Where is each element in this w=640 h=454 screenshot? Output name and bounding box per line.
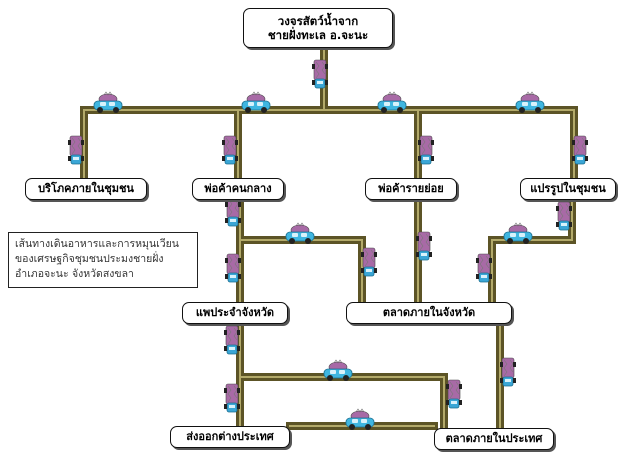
fish-truck-icon [68,135,84,165]
caption-line-1: เส้นทางเดินอาหารและการหมุนเวียน [15,238,179,250]
caption-box: เส้นทางเดินอาหารและการหมุนเวียน ของเศรษฐ… [8,232,198,288]
fish-truck-icon [418,135,434,165]
fish-truck-icon [225,197,241,227]
fish-car-icon [93,91,123,113]
fish-truck-icon [224,383,240,413]
road-stripe-10 [491,199,573,303]
fish-truck-icon [222,135,238,165]
fish-truck-icon [225,253,241,283]
fish-car-icon [323,359,353,381]
fish-truck-icon [556,201,572,231]
node-provincial-pier: แพประจำจังหวัด [182,302,288,324]
node-retailer: พ่อค้ารายย่อย [365,178,457,200]
fish-car-icon [503,222,533,244]
road-stripe-8 [239,239,363,303]
fish-truck-icon [361,247,377,277]
fish-truck-icon [416,231,432,261]
node-middleman: พ่อค้าคนกลาง [192,178,284,200]
fish-truck-icon [500,357,516,387]
road-stripe-12 [239,376,445,429]
fish-truck-icon [476,253,492,283]
title-line-2: ชายฝั่งทะเล อ.จะนะ [267,28,369,42]
title-box: วงจรสัตว์น้ำจาก ชายฝั่งทะเล อ.จะนะ [243,8,393,48]
fish-truck-icon [446,379,462,409]
fish-car-icon [345,408,375,430]
node-community-consumption: บริโภคภายในชุมชน [25,178,147,200]
fish-car-icon [241,91,271,113]
fish-car-icon [377,91,407,113]
road-segment-8 [236,236,366,306]
fish-truck-icon [312,59,328,89]
fish-truck-icon [572,135,588,165]
caption-line-3: อำเภอจะนะ จังหวัดสงขลา [15,268,134,281]
road-segment-12 [236,373,448,432]
fish-car-icon [515,91,545,113]
node-domestic-market: ตลาดภายในประเทศ [434,428,554,450]
fish-truck-icon [224,325,240,355]
fish-car-icon [285,222,315,244]
vehicle-layer [68,59,588,430]
caption-line-2: ของเศรษฐกิจชุมชนประมงชายฝั่ง [15,253,164,266]
node-provincial-market: ตลาดภายในจังหวัด [346,302,512,324]
node-community-processing: แปรรูปในชุมชน [520,178,616,200]
node-export: ส่งออกต่างประเทศ [170,426,290,448]
title-line-1: วงจรสัตว์น้ำจาก [277,13,359,28]
